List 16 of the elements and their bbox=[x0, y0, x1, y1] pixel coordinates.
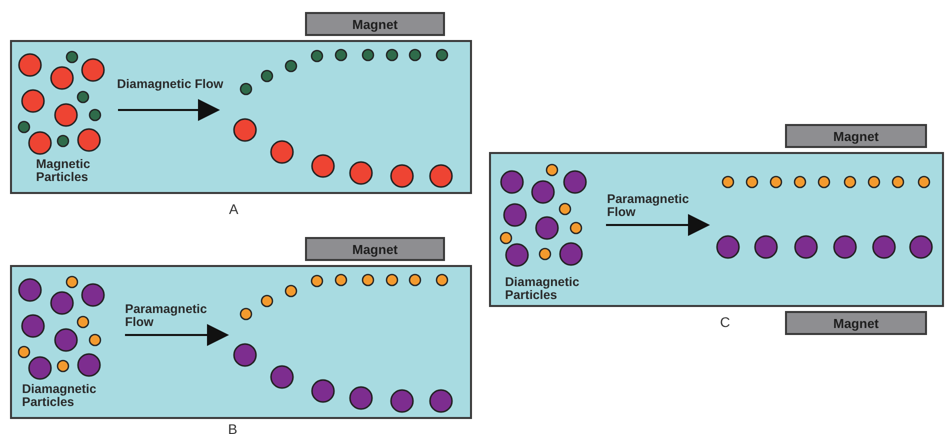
particle-label: Magnetic Particles bbox=[36, 158, 92, 184]
magnet-bar: Magnet bbox=[305, 12, 445, 36]
flow-label: Paramagnetic Flow bbox=[607, 193, 690, 220]
magnet-bar: Magnet bbox=[305, 237, 445, 261]
magnet-bar: Magnet bbox=[785, 124, 927, 148]
channel bbox=[10, 40, 472, 194]
panel-letter: A bbox=[229, 202, 238, 216]
panel-letter: B bbox=[228, 422, 238, 434]
panel-letter: C bbox=[720, 315, 730, 329]
flow-label: Paramagnetic Flow bbox=[125, 303, 208, 330]
magnet-bar: Magnet bbox=[785, 311, 927, 335]
particle-label: Diamagnetic Particles bbox=[505, 276, 580, 302]
channel bbox=[489, 152, 944, 307]
flow-label: Diamagnetic Flow bbox=[117, 78, 224, 92]
channel bbox=[10, 265, 472, 419]
particle-label: Diamagnetic Particles bbox=[22, 383, 98, 410]
